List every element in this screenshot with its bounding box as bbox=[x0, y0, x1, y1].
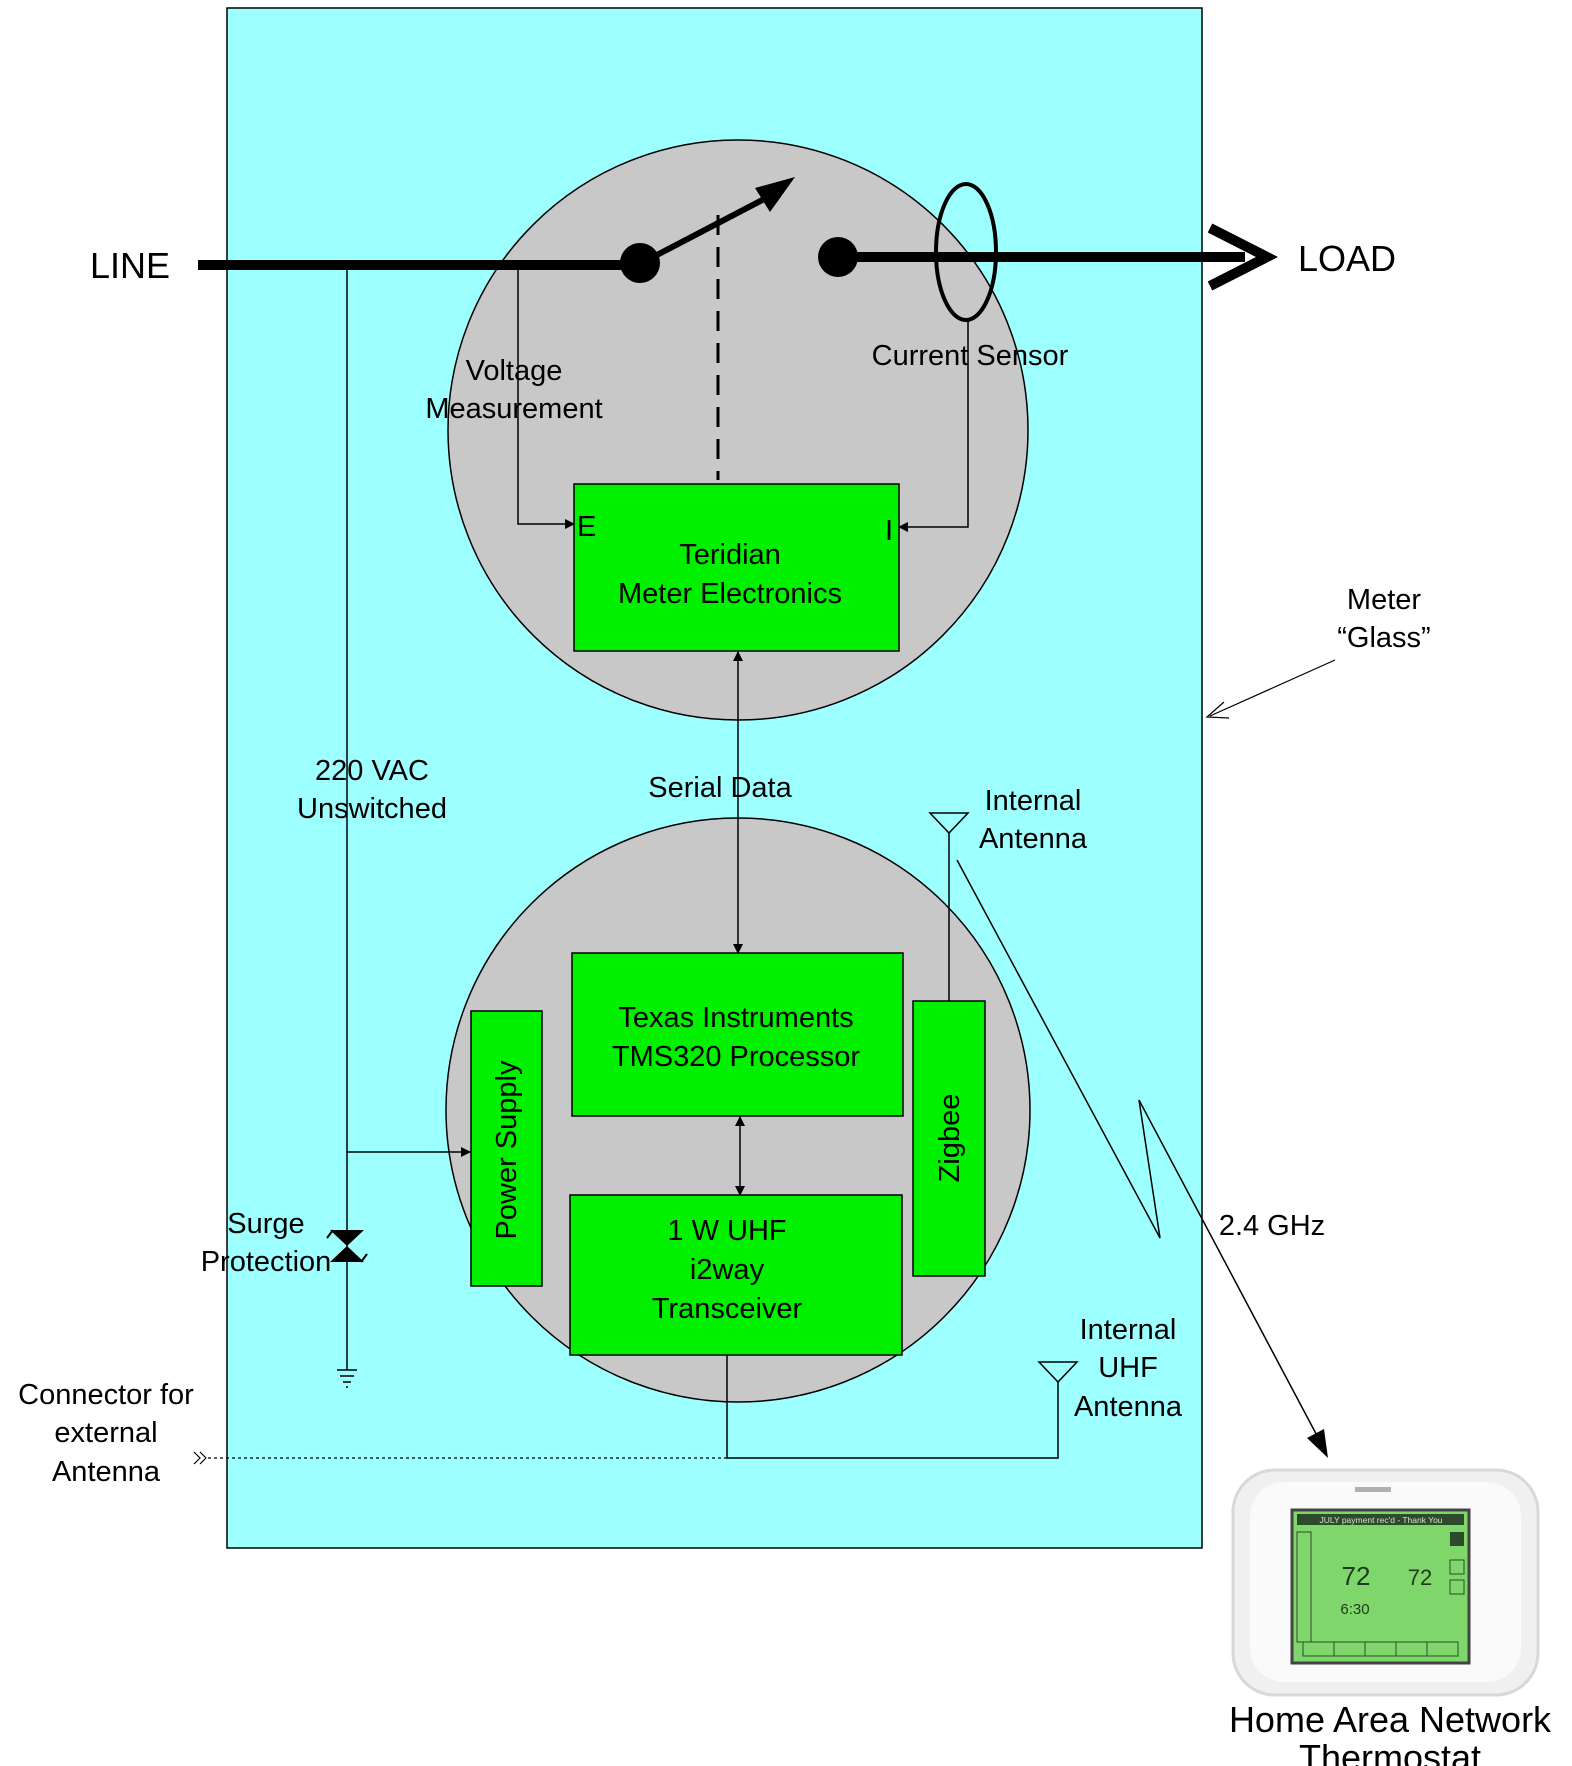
thermostat-screen bbox=[1292, 1510, 1469, 1663]
port-i-label: I bbox=[885, 515, 893, 547]
meter-glass-pointer bbox=[1210, 660, 1335, 716]
thermostat-device: JULY payment rec'd - Thank You 72 72 6:3… bbox=[1233, 1470, 1538, 1695]
connector-label-2: external bbox=[54, 1417, 157, 1449]
ti-processor-label-2: TMS320 Processor bbox=[612, 1041, 861, 1073]
teridian-label-1: Teridian bbox=[679, 539, 781, 571]
line-label: LINE bbox=[90, 245, 170, 286]
internal-antenna-label-1: Internal bbox=[985, 785, 1082, 817]
external-antenna-connector-icon bbox=[194, 1452, 206, 1464]
port-e-label: E bbox=[577, 511, 596, 543]
thermostat-banner: JULY payment rec'd - Thank You bbox=[1319, 1515, 1442, 1525]
thermostat-time: 6:30 bbox=[1340, 1601, 1369, 1618]
connector-label-3: Antenna bbox=[52, 1456, 161, 1488]
connector-label-1: Connector for bbox=[18, 1379, 194, 1411]
surge-protection-label-2: Protection bbox=[201, 1246, 332, 1278]
thermostat-brand-mark bbox=[1355, 1487, 1391, 1492]
uhf-transceiver-label-3: Transceiver bbox=[652, 1293, 803, 1325]
surge-protection-label-1: Surge bbox=[227, 1208, 304, 1240]
internal-uhf-antenna-label-1: Internal bbox=[1080, 1314, 1177, 1346]
uhf-transceiver-label-2: i2way bbox=[690, 1254, 765, 1286]
meter-glass-label-2: “Glass” bbox=[1337, 622, 1430, 654]
switch-contact-left bbox=[620, 243, 660, 283]
meter-glass-label-1: Meter bbox=[1347, 584, 1421, 616]
power-supply-label: Power Supply bbox=[491, 1060, 523, 1239]
ti-processor-box bbox=[572, 953, 903, 1116]
ti-processor-label-1: Texas Instruments bbox=[618, 1002, 853, 1034]
home-area-network-label-2: Thermostat bbox=[1299, 1737, 1481, 1766]
current-sensor-label: Current Sensor bbox=[872, 340, 1069, 372]
ghz-label: 2.4 GHz bbox=[1219, 1210, 1325, 1242]
thermostat-temp-right: 72 bbox=[1408, 1565, 1432, 1590]
thermostat-temp-left: 72 bbox=[1342, 1561, 1371, 1591]
uhf-transceiver-label-1: 1 W UHF bbox=[667, 1215, 786, 1247]
internal-antenna-label-2: Antenna bbox=[979, 823, 1088, 855]
zigbee-label: Zigbee bbox=[934, 1094, 966, 1183]
internal-uhf-antenna-label-3: Antenna bbox=[1074, 1391, 1183, 1423]
internal-uhf-antenna-label-2: UHF bbox=[1098, 1352, 1158, 1384]
vac-label-1: 220 VAC bbox=[315, 755, 429, 787]
voltage-measurement-label-2: Measurement bbox=[425, 393, 602, 425]
teridian-label-2: Meter Electronics bbox=[618, 578, 842, 610]
voltage-measurement-label-1: Voltage bbox=[466, 355, 563, 387]
vac-label-2: Unswitched bbox=[297, 793, 447, 825]
load-label: LOAD bbox=[1298, 238, 1396, 279]
home-area-network-label-1: Home Area Network bbox=[1229, 1699, 1552, 1740]
serial-data-label: Serial Data bbox=[648, 772, 792, 804]
wireless-link-arrowhead bbox=[1307, 1429, 1328, 1458]
